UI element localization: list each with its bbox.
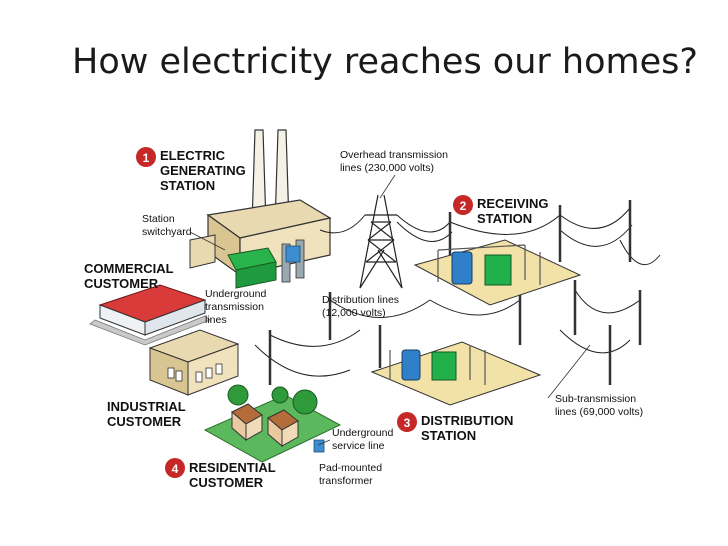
power-lines bbox=[254, 207, 661, 377]
note-sub-transmission-line1: Sub-transmission bbox=[555, 393, 636, 405]
transmission-tower bbox=[359, 194, 403, 289]
label-commercial-line2: CUSTOMER bbox=[84, 276, 159, 291]
note-pad-mounted-line2: transformer bbox=[319, 475, 373, 487]
note-switchyard-line1: Station bbox=[142, 213, 175, 225]
label-industrial-line2: CUSTOMER bbox=[107, 414, 182, 429]
leader-lines bbox=[189, 174, 591, 446]
note-pad-mounted-line1: Pad-mounted bbox=[319, 462, 382, 474]
label-distribution-line2: STATION bbox=[421, 428, 476, 443]
label-generating-line1: ELECTRIC bbox=[160, 148, 226, 163]
note-underground-service-line1: Underground bbox=[332, 427, 393, 439]
label-commercial-line1: COMMERCIAL bbox=[84, 261, 174, 276]
step-badge-2: 2 bbox=[453, 195, 473, 215]
label-receiving-line2: STATION bbox=[477, 211, 532, 226]
note-underground-transmission-line2: transmission bbox=[205, 301, 264, 313]
distribution-station bbox=[370, 341, 542, 406]
step-3-number: 3 bbox=[404, 416, 411, 430]
label-industrial-line1: INDUSTRIAL bbox=[107, 399, 186, 414]
label-receiving-line1: RECEIVING bbox=[477, 196, 549, 211]
label-generating-line2: GENERATING bbox=[160, 163, 246, 178]
step-2-number: 2 bbox=[460, 199, 467, 213]
note-underground-transmission-line3: lines bbox=[205, 314, 227, 326]
note-switchyard-line2: switchyard bbox=[142, 226, 192, 238]
note-overhead-line1: Overhead transmission bbox=[340, 149, 448, 161]
label-generating-line3: STATION bbox=[160, 178, 215, 193]
commercial-building bbox=[89, 284, 211, 346]
receiving-station bbox=[413, 239, 582, 306]
note-overhead-line2: lines (230,000 volts) bbox=[340, 162, 434, 174]
note-underground-service-line2: service line bbox=[332, 440, 385, 452]
generating-station bbox=[189, 129, 332, 289]
label-residential-line1: RESIDENTIAL bbox=[189, 460, 276, 475]
step-badge-3: 3 bbox=[397, 412, 417, 432]
note-distribution-lines-line1: Distribution lines bbox=[322, 294, 399, 306]
page-title: How electricity reaches our homes? bbox=[72, 42, 698, 82]
residential-area bbox=[203, 384, 342, 463]
industrial-building bbox=[148, 329, 240, 396]
label-distribution-line1: DISTRIBUTION bbox=[421, 413, 513, 428]
step-badge-4: 4 bbox=[165, 458, 185, 478]
label-residential-line2: CUSTOMER bbox=[189, 475, 264, 490]
step-badge-1: 1 bbox=[136, 147, 156, 167]
note-sub-transmission-line2: lines (69,000 volts) bbox=[555, 406, 643, 418]
step-4-number: 4 bbox=[172, 462, 179, 476]
note-distribution-lines-line2: (12,000 volts) bbox=[322, 307, 386, 319]
pad-mounted-transformer bbox=[313, 439, 325, 453]
note-underground-transmission-line1: Underground bbox=[205, 288, 266, 300]
step-1-number: 1 bbox=[143, 151, 150, 165]
